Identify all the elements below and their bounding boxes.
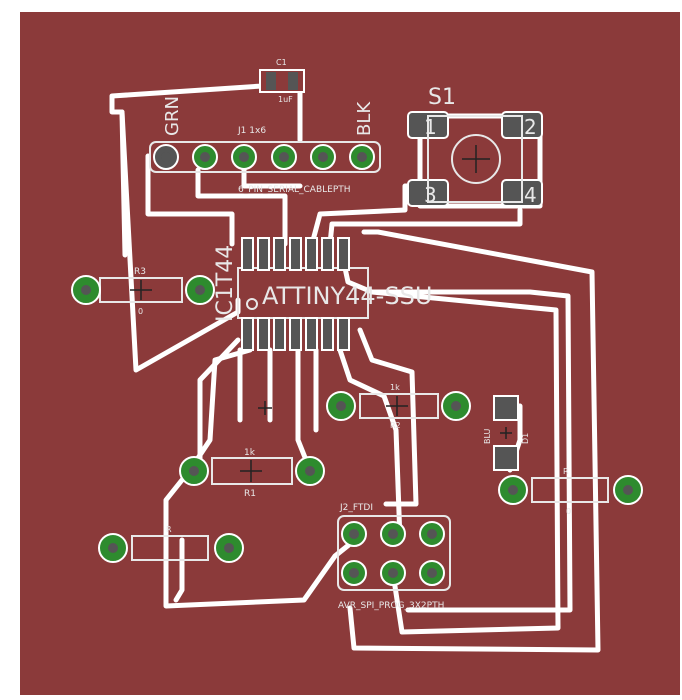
s1-pin2-label: 2 <box>524 115 537 139</box>
r4-body <box>531 477 609 503</box>
j1-name-label: J1 1x6 <box>237 126 266 136</box>
r5-name-label: R <box>166 525 172 534</box>
r1-resistor: 1k R1 <box>179 401 325 499</box>
r3-hole-left <box>81 285 91 295</box>
r5-resistor: R <box>98 525 244 563</box>
r2-hole-left <box>336 401 346 411</box>
r2-resistor: 1k R2 <box>326 383 471 430</box>
c1-pad-left <box>266 72 276 90</box>
r3-name-label: R3 <box>134 267 146 277</box>
d1-pad-bottom <box>493 445 519 471</box>
s1-pin4-label: 4 <box>524 183 537 207</box>
j2-footprint-label: AVR_SPI_PROG_3X2PTH <box>338 601 444 611</box>
r4-hole-left <box>508 485 518 495</box>
r2-hole-right <box>451 401 461 411</box>
r1-body <box>211 457 293 485</box>
r1-name-label: R1 <box>244 489 256 499</box>
j1-drill-holes <box>161 152 367 162</box>
d1-pad-top <box>493 395 519 421</box>
r4-value-label: 0 <box>566 507 571 516</box>
j2-outline <box>337 515 451 591</box>
c1-capacitor: C1 1uF <box>259 58 305 104</box>
r1-hole-left <box>189 466 199 476</box>
ic1-pads-bottom <box>241 317 350 351</box>
s1-pin1-label: 1 <box>424 115 437 139</box>
r5-hole-right <box>224 543 234 553</box>
j2-name-label: J2_FTDI <box>339 503 373 513</box>
s1-actuator <box>451 134 501 184</box>
ic1-pads-top <box>241 237 350 271</box>
s1-body <box>427 115 523 203</box>
c1-name-label: C1 <box>276 58 287 67</box>
r4-resistor: R 0 <box>498 467 643 516</box>
r5-body <box>131 535 209 561</box>
d1-led: BLU D1 <box>483 395 530 471</box>
ic1-name-label: IC1T44 <box>213 245 238 322</box>
d1-name-label: D1 <box>521 433 530 444</box>
r4-hole-right <box>623 485 633 495</box>
j1-outline <box>149 141 381 173</box>
j1-footprint-label: 6_PIN_SERIAL_CABLEPTH <box>238 185 351 195</box>
wire-grn-label: GRN <box>162 96 183 136</box>
c1-pad-right <box>288 72 298 90</box>
ic1-body <box>237 267 369 319</box>
s1-pin3-label: 3 <box>424 183 437 207</box>
j2-drill-holes <box>349 529 437 578</box>
r2-name-label: R2 <box>390 421 401 430</box>
ic1-part-label: ATTINY44-SSU <box>262 282 432 310</box>
r3-resistor: R3 0 <box>71 267 215 316</box>
s1-switch: S1 1 2 3 4 <box>407 85 543 207</box>
r2-body <box>359 393 439 419</box>
j1-header: J1 1x6 6_PIN_SERIAL_CABLEPTH GRN BLK <box>149 96 381 195</box>
r2-value-label: 1k <box>390 383 400 392</box>
wire-blk-label: BLK <box>354 101 375 136</box>
ic1-footprint: ATTINY44-SSU IC1T44 <box>213 237 432 351</box>
r5-hole-left <box>108 543 118 553</box>
r4-name-label: R <box>563 467 569 476</box>
s1-name-label: S1 <box>428 85 456 110</box>
ic1-pin1-marker <box>246 298 258 310</box>
r1-hole-right <box>305 466 315 476</box>
trace-isolation-paths <box>109 71 601 653</box>
r3-value-label: 0 <box>138 307 143 316</box>
r3-hole-right <box>195 285 205 295</box>
r1-value-label: 1k <box>244 448 256 458</box>
j2-header: J2_FTDI AVR_SPI_PROG_3X2PTH <box>337 503 451 611</box>
c1-value-label: 1uF <box>278 95 293 104</box>
d1-value-label: BLU <box>483 428 492 444</box>
